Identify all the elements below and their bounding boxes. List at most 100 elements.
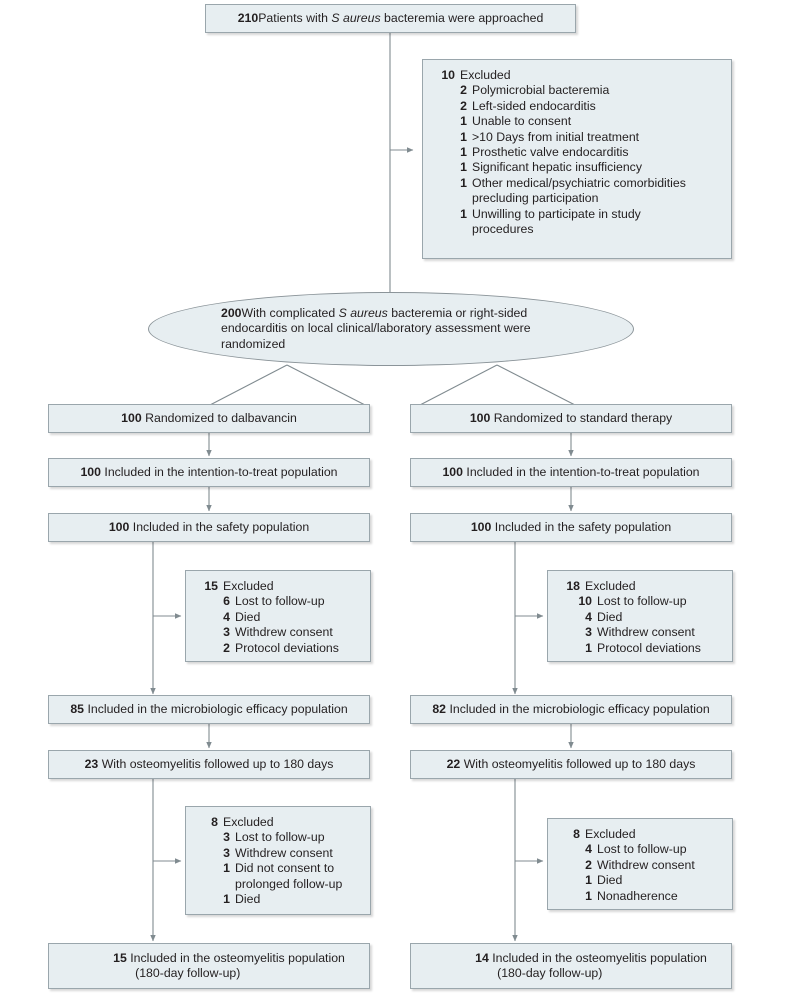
exclusion-item-label: Unwilling to participate in study proced… bbox=[472, 206, 641, 237]
exclusion-item: 10 Lost to follow-up bbox=[560, 594, 722, 609]
node-right-microbiologic: 82 Included in the microbiologic efficac… bbox=[410, 695, 732, 724]
exclusion-item-count: 1 bbox=[460, 160, 467, 175]
exclusion-item-label: Died bbox=[235, 609, 261, 624]
exclusion-item-label: Withdrew consent bbox=[597, 625, 695, 640]
exclusion-header: 8 Excluded bbox=[560, 827, 722, 842]
connector-randomization-to-right-arm-b bbox=[496, 364, 576, 406]
approached-count: 210 bbox=[237, 10, 259, 25]
right-micro-label: Included in the microbiologic efficacy p… bbox=[449, 701, 710, 716]
exclusion-item-count: 3 bbox=[223, 830, 230, 845]
left-final-label: Included in the osteomyelitis population bbox=[130, 950, 345, 965]
exclusion-item-count: 3 bbox=[223, 845, 230, 860]
exclusion-item: 4 Died bbox=[198, 610, 360, 625]
right-final-label: Included in the osteomyelitis population bbox=[492, 950, 707, 965]
right-final-count: 14 bbox=[475, 950, 489, 965]
randomization-text-after: bacteremia or right-sided endocarditis o… bbox=[221, 305, 531, 351]
right-allocation-label: Randomized to standard therapy bbox=[493, 410, 673, 425]
exclusion-item: 1 Protocol deviations bbox=[560, 641, 722, 656]
exclusion-header: 15 Excluded bbox=[198, 579, 360, 594]
approached-text-before: Patients with bbox=[258, 10, 332, 25]
left-micro-count: 85 bbox=[70, 701, 85, 716]
exclusion-item: 1 >10 Days from initial treatment bbox=[435, 130, 721, 145]
exclusion-item: 4 Died bbox=[560, 610, 722, 625]
exclusion-item-label: Withdrew consent bbox=[235, 845, 333, 860]
exclusion-header-count: 8 bbox=[573, 827, 580, 841]
exclusion-item-count: 1 bbox=[585, 888, 592, 903]
exclusion-item-label: Died bbox=[235, 892, 261, 907]
right-itt-label: Included in the intention-to-treat popul… bbox=[466, 464, 700, 479]
exclusion-header-count: 8 bbox=[211, 815, 218, 829]
exclusion-item-label: Died bbox=[597, 609, 623, 624]
node-right-osteomyelitis-followed: 22 With osteomyelitis followed up to 180… bbox=[410, 750, 732, 779]
exclusion-item: 3 Withdrew consent bbox=[198, 846, 360, 861]
node-left-exclusions-1: 15 Excluded 6 Lost to follow-up 4 Died 3… bbox=[185, 570, 371, 662]
left-allocation-label: Randomized to dalbavancin bbox=[145, 410, 297, 425]
exclusion-item: 1 Other medical/psychiatric comorbiditie… bbox=[435, 176, 721, 207]
exclusion-item: 2 Left-sided endocarditis bbox=[435, 99, 721, 114]
exclusion-item: 1 Prosthetic valve endocarditis bbox=[435, 145, 721, 160]
exclusion-header-count: 15 bbox=[204, 579, 218, 593]
exclusion-item-label: Withdrew consent bbox=[597, 857, 695, 872]
exclusion-item-label: Lost to follow-up bbox=[235, 830, 325, 845]
left-itt-label: Included in the intention-to-treat popul… bbox=[104, 464, 338, 479]
exclusion-item-count: 1 bbox=[460, 206, 467, 221]
right-osteo-followed-label: With osteomyelitis followed up to 180 da… bbox=[463, 756, 696, 771]
exclusion-item-count: 1 bbox=[460, 129, 467, 144]
exclusion-header: 18 Excluded bbox=[560, 579, 722, 594]
right-safety-count: 100 bbox=[470, 519, 492, 534]
exclusion-item-count: 2 bbox=[460, 98, 467, 113]
exclusion-item-count: 1 bbox=[460, 175, 467, 190]
node-right-final-osteomyelitis-population: 14 Included in the osteomyelitis populat… bbox=[410, 943, 732, 989]
exclusion-item-label: >10 Days from initial treatment bbox=[472, 129, 640, 144]
exclusion-header-count: 10 bbox=[441, 68, 455, 82]
exclusion-item: 1 Died bbox=[198, 892, 360, 907]
exclusion-item-count: 1 bbox=[223, 861, 230, 876]
left-safety-count: 100 bbox=[108, 519, 130, 534]
exclusion-item: 1 Died bbox=[560, 873, 722, 888]
exclusion-item: 3 Withdrew consent bbox=[560, 625, 722, 640]
exclusion-item-count: 1 bbox=[460, 145, 467, 160]
exclusion-item-label: Lost to follow-up bbox=[597, 594, 687, 609]
left-allocation-count: 100 bbox=[121, 410, 142, 425]
node-left-safety: 100 Included in the safety population bbox=[48, 513, 370, 542]
node-left-osteomyelitis-followed: 23 With osteomyelitis followed up to 180… bbox=[48, 750, 370, 779]
node-left-exclusions-2: 8 Excluded 3 Lost to follow-up 3 Withdre… bbox=[185, 806, 371, 915]
exclusion-item: 4 Lost to follow-up bbox=[560, 842, 722, 857]
node-right-safety: 100 Included in the safety population bbox=[410, 513, 732, 542]
exclusion-item-label: Protocol deviations bbox=[597, 640, 701, 655]
exclusion-item-count: 4 bbox=[585, 609, 592, 624]
right-final-sublabel: (180-day follow-up) bbox=[497, 966, 603, 980]
left-final-sublabel: (180-day follow-up) bbox=[135, 966, 241, 980]
exclusion-item: 1 Nonadherence bbox=[560, 889, 722, 904]
exclusion-item-count: 3 bbox=[223, 625, 230, 640]
node-left-final-osteomyelitis-population: 15 Included in the osteomyelitis populat… bbox=[48, 943, 370, 989]
exclusion-header-label: Excluded bbox=[460, 68, 511, 82]
exclusion-item-label: Other medical/psychiatric comorbidities … bbox=[472, 175, 686, 206]
right-itt-count: 100 bbox=[442, 464, 463, 479]
node-approached: 210Patients with S aureus bacteremia wer… bbox=[205, 4, 576, 33]
right-micro-count: 82 bbox=[432, 701, 447, 716]
exclusion-item-label: Nonadherence bbox=[597, 888, 678, 903]
left-micro-label: Included in the microbiologic efficacy p… bbox=[87, 701, 348, 716]
exclusion-item-label: Prosthetic valve endocarditis bbox=[472, 145, 629, 160]
exclusion-item: 3 Lost to follow-up bbox=[198, 830, 360, 845]
connector-randomization-to-left-arm-b bbox=[286, 364, 366, 406]
right-osteo-followed-count: 22 bbox=[446, 756, 461, 771]
connector-randomization-to-right-arm bbox=[419, 364, 498, 406]
exclusion-item-count: 1 bbox=[223, 892, 230, 907]
exclusion-item-count: 10 bbox=[578, 594, 592, 609]
exclusion-header: 8 Excluded bbox=[198, 815, 360, 830]
approached-italic-species: S aureus bbox=[331, 10, 381, 25]
exclusion-item-count: 2 bbox=[585, 857, 592, 872]
node-right-exclusions-1: 18 Excluded 10 Lost to follow-up 4 Died … bbox=[547, 570, 733, 662]
exclusion-item-count: 1 bbox=[460, 114, 467, 129]
exclusion-item-label: Lost to follow-up bbox=[235, 594, 325, 609]
node-left-allocation: 100 Randomized to dalbavancin bbox=[48, 404, 370, 433]
right-safety-label: Included in the safety population bbox=[494, 519, 672, 534]
exclusion-item: 1 Did not consent to prolonged follow-up bbox=[198, 861, 360, 892]
exclusion-header: 10 Excluded bbox=[435, 68, 721, 83]
right-allocation-count: 100 bbox=[469, 410, 491, 425]
exclusion-item-label: Protocol deviations bbox=[235, 640, 339, 655]
exclusion-item: 1 Unable to consent bbox=[435, 114, 721, 129]
